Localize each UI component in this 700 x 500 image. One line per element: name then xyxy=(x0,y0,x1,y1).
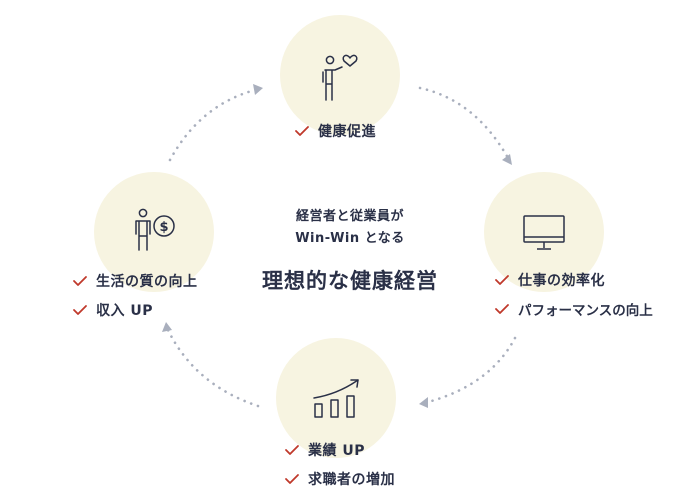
person-heart-icon xyxy=(322,54,358,101)
arrowhead-left xyxy=(162,322,172,332)
node-right-item-label: パフォーマンスの向上 xyxy=(518,303,653,319)
node-top-circle xyxy=(280,15,400,135)
check-icon xyxy=(73,276,87,286)
node-left-item-label: 収入 UP xyxy=(96,303,154,319)
arrowhead-top xyxy=(253,84,263,95)
node-left-item: 生活の質の向上 xyxy=(72,272,198,290)
arrow-right-to-bottom xyxy=(426,336,517,404)
check-icon xyxy=(495,275,509,285)
center-title: 理想的な健康経営 xyxy=(262,269,438,293)
node-bottom-item-label: 業績 UP xyxy=(308,443,366,459)
growth-chart-icon xyxy=(313,379,359,418)
node-top-item: 健康促進 xyxy=(294,122,376,140)
node-bottom-item: 業績 UP xyxy=(284,441,365,459)
svg-text:$: $ xyxy=(159,220,168,235)
node-right-item: 仕事の効率化 xyxy=(494,271,605,289)
center-line-2: Win-Win となる xyxy=(295,231,405,246)
check-icon xyxy=(285,445,299,455)
node-bottom-item-label: 求職者の増加 xyxy=(308,472,395,488)
arrowhead-bottom xyxy=(419,397,428,408)
node-bottom-item: 求職者の増加 xyxy=(284,470,395,488)
center-line-1: 経営者と従業員が xyxy=(295,209,404,224)
arrowhead-right xyxy=(502,154,512,165)
check-icon xyxy=(295,126,309,136)
arrow-bottom-to-left xyxy=(166,328,260,408)
node-right-circle xyxy=(484,172,604,292)
arrow-top-to-right xyxy=(418,86,510,160)
node-left-item-label: 生活の質の向上 xyxy=(96,274,198,290)
node-bottom-circle xyxy=(276,338,396,458)
person-money-icon: $ xyxy=(135,208,175,251)
node-right-item-label: 仕事の効率化 xyxy=(518,273,605,289)
check-icon xyxy=(73,305,87,315)
node-top-item-label: 健康促進 xyxy=(318,124,376,140)
node-right-item: パフォーマンスの向上 xyxy=(494,300,653,319)
monitor-icon xyxy=(523,215,565,250)
node-left-circle xyxy=(94,172,214,292)
arrow-left-to-top xyxy=(168,88,257,162)
check-icon xyxy=(495,304,509,314)
check-icon xyxy=(285,474,299,484)
node-left-item: 収入 UP xyxy=(72,301,153,319)
